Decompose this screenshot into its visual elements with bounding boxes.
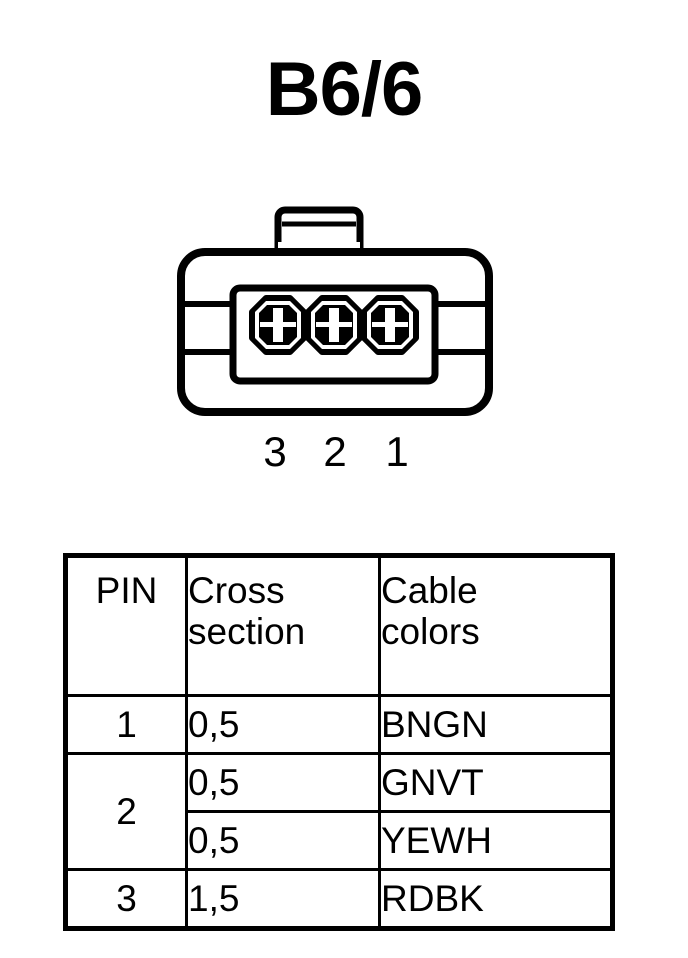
pin-assignment-table: PIN Cross section Cable colors 1 0,5 BNG… (63, 553, 615, 931)
table-header-row: PIN Cross section Cable colors (64, 554, 614, 697)
connector-diagram: 3 2 1 (160, 196, 510, 486)
connector-cavity-2 (305, 295, 363, 355)
pin-table: PIN Cross section Cable colors 1 0,5 BNG… (63, 553, 615, 931)
cell-cable-colors: YEWH (378, 810, 614, 871)
connector-cavity-3 (249, 295, 307, 355)
cell-pin: 1 (64, 694, 188, 755)
connector-cavity-1 (361, 295, 419, 355)
page-title: B6/6 (265, 47, 424, 132)
cell-cable-colors: RDBK (378, 868, 614, 930)
header-cross-section-line1: Cross (188, 570, 285, 611)
cell-cable-colors: GNVT (378, 752, 614, 813)
table-row: 3 1,5 RDBK (64, 868, 614, 930)
cell-pin: 2 (64, 752, 188, 871)
cell-cross-section: 0,5 (185, 810, 381, 871)
header-cell-pin: PIN (64, 554, 188, 697)
cell-cross-section: 0,5 (185, 694, 381, 755)
header-cell-cable-colors: Cable colors (378, 554, 614, 697)
cell-cable-colors: BNGN (378, 694, 614, 755)
connector-svg: 3 2 1 (177, 206, 493, 475)
header-cable-colors-line1: Cable (381, 570, 478, 611)
cell-cross-section: 0,5 (185, 752, 381, 813)
pin-label-3: 3 (263, 428, 286, 475)
pin-label-2: 2 (323, 428, 346, 475)
header-cell-cross-section: Cross section (185, 554, 381, 697)
cell-cross-section: 1,5 (185, 868, 381, 930)
pin-label-1: 1 (385, 428, 408, 475)
header-cross-section-line2: section (188, 611, 306, 653)
table-row: 0,5 YEWH (66, 810, 614, 871)
header-cable-colors-line2: colors (381, 611, 480, 653)
cell-pin: 3 (64, 868, 188, 930)
connector-side-rail-left (181, 301, 236, 355)
connector-side-rail-right (432, 301, 489, 355)
table-row: 1 0,5 BNGN (64, 694, 614, 755)
table-row: 2 0,5 GNVT (64, 752, 614, 871)
